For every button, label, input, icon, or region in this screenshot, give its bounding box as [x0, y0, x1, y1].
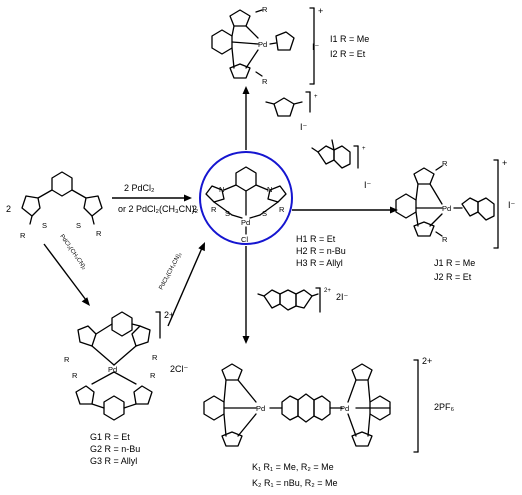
bottom-pd-left: Pd — [256, 404, 265, 413]
dimer-r-top-left: R — [64, 355, 70, 364]
top-product-charge: + — [318, 6, 323, 16]
center-r-left: R — [211, 205, 217, 214]
arrow-label-pdcl2: 2 PdCl₂ — [124, 183, 155, 193]
bottom-reagent-charge: 2+ — [324, 288, 331, 294]
top-r-upper: R — [262, 5, 268, 14]
center-label-h2: H2 R = n-Bu — [296, 246, 346, 256]
center-pd-atom: Pd — [241, 218, 250, 227]
bottom-label-k1: K₁ R₁ = Me, R₂ = Me — [252, 462, 334, 472]
right-product-counterion: I⁻ — [508, 200, 516, 210]
ligand-s-right: S — [76, 221, 81, 230]
top-product-counterion: I⁻ — [312, 42, 320, 52]
top-r-lower: R — [262, 77, 268, 86]
arrow-label-pdcl2-acetonitrile: or 2 PdCl₂(CH₃CN)₂ — [118, 204, 199, 214]
right-r-lower: R — [442, 235, 448, 244]
right-pd-atom: Pd — [442, 204, 451, 213]
dimer-label-g2: G2 R = n-Bu — [90, 444, 140, 454]
bottom-reagent-structure — [257, 287, 321, 313]
center-label-h1: H1 R = Et — [296, 234, 336, 244]
center-cl-atom: Cl — [241, 235, 248, 244]
top-pd-atom: Pd — [258, 40, 267, 49]
bottom-pd-right: Pd — [340, 404, 349, 413]
bottom-product-counterion: 2PF₆ — [434, 402, 455, 412]
right-reagent-charge: + — [362, 146, 366, 152]
dimer-charge: 2+ — [164, 310, 174, 320]
center-r-right: R — [279, 205, 285, 214]
dimer-label-g3: G3 R = Allyl — [90, 456, 137, 466]
right-reagent-structure — [311, 139, 359, 169]
back-arrow-label: PdCl₂(CH₃CN)₂ — [158, 251, 183, 291]
top-reagent-charge: + — [314, 94, 318, 100]
right-reagent-counterion: I⁻ — [364, 180, 372, 190]
center-n-left: N — [219, 185, 224, 194]
center-complex-structure — [205, 166, 287, 219]
top-reagent-counterion: I⁻ — [300, 122, 308, 132]
arrow-center-to-top — [242, 86, 250, 150]
ligand-r-left: R — [20, 231, 26, 240]
dimer-counterion: 2Cl⁻ — [170, 364, 189, 374]
top-product-structure — [211, 7, 315, 85]
dimer-r-top-right: R — [152, 353, 158, 362]
right-r-upper: R — [442, 159, 448, 168]
arrow-center-to-bottom — [242, 246, 250, 344]
arrow-ligand-to-dimer — [43, 243, 90, 306]
center-s-right: S — [262, 209, 267, 218]
bottom-product-structure — [203, 359, 419, 453]
diagonal-label-pdcl2: PdCl₂(CH₃CN)₂ — [58, 234, 87, 272]
dimer-label-g1: G1 R = Et — [90, 432, 130, 442]
ligand-s-left: S — [42, 221, 47, 230]
arrow-dimer-to-center — [167, 242, 205, 327]
top-reagent-structure — [265, 91, 311, 117]
dimer-complex-structure — [75, 311, 161, 421]
top-label-i1: I1 R = Me — [330, 34, 369, 44]
arrow-ligand-to-center — [112, 194, 192, 202]
ligand-coefficient: 2 — [6, 204, 11, 214]
right-product-structure — [395, 159, 499, 249]
ligand-r-right: R — [96, 229, 102, 238]
bottom-product-charge: 2+ — [422, 356, 432, 366]
center-s-left: S — [225, 209, 230, 218]
right-product-charge: + — [502, 158, 507, 168]
center-product-coefficient: 2 — [192, 204, 197, 214]
center-label-h3: H3 R = Allyl — [296, 258, 343, 268]
right-label-j2: J2 R = Et — [434, 272, 472, 282]
dimer-r-bottom-right: R — [150, 371, 156, 380]
dimer-r-bottom-left: R — [72, 371, 78, 380]
bottom-reagent-counterion: 2I⁻ — [336, 292, 349, 302]
bottom-label-k2: K₂ R₁ = nBu, R₂ = Me — [252, 478, 338, 488]
center-highlight-circle — [199, 151, 293, 245]
right-label-j1: J1 R = Me — [434, 258, 475, 268]
center-n-right: N — [267, 185, 272, 194]
dimer-pd-atom: Pd — [108, 365, 117, 374]
top-label-i2: I2 R = Et — [330, 49, 366, 59]
ligand-structure — [21, 171, 103, 225]
arrow-center-to-right — [292, 206, 398, 214]
